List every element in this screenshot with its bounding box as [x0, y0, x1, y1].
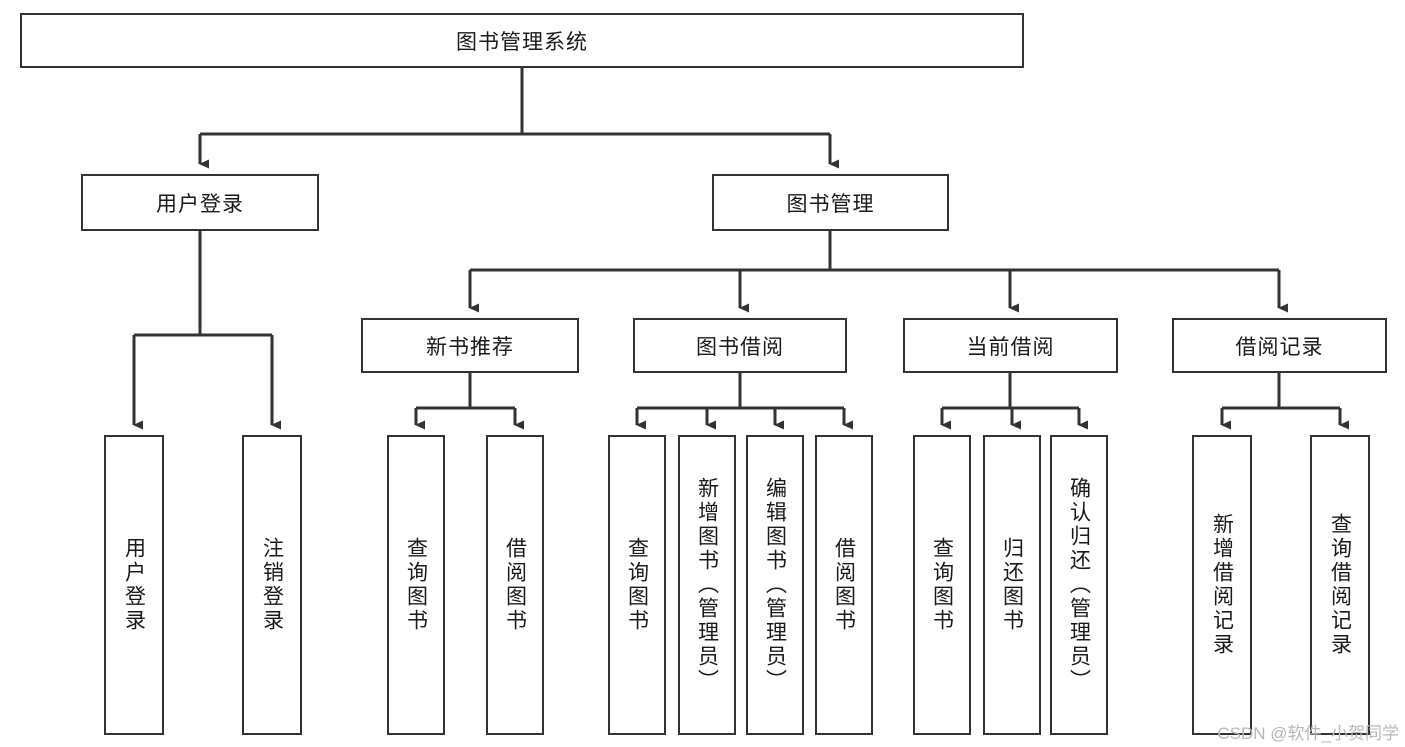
node-leaf-5[interactable]: 新增图书（管理员）: [678, 435, 736, 735]
node-level2-1[interactable]: 图书管理: [712, 174, 949, 231]
node-label: 图书借阅: [696, 335, 784, 359]
node-label: 借阅记录: [1235, 335, 1324, 359]
node-leaf-3[interactable]: 借阅图书: [486, 435, 544, 735]
node-label: 用户登录: [122, 537, 146, 633]
node-leaf-7[interactable]: 借阅图书: [815, 435, 873, 735]
node-label: 注销登录: [260, 537, 284, 633]
node-leaf-10[interactable]: 确认归还（管理员）: [1050, 435, 1108, 735]
node-leaf-12[interactable]: 查询借阅记录: [1310, 435, 1370, 735]
node-leaf-2[interactable]: 查询图书: [387, 435, 445, 735]
node-level3-2[interactable]: 当前借阅: [903, 318, 1118, 373]
node-level3-0[interactable]: 新书推荐: [361, 318, 579, 373]
node-label: 图书管理: [786, 192, 875, 216]
node-leaf-8[interactable]: 查询图书: [913, 435, 971, 735]
node-label: 查询图书: [404, 537, 428, 633]
node-leaf-6[interactable]: 编辑图书（管理员）: [746, 435, 804, 735]
node-label: 新增图书（管理员）: [695, 477, 719, 693]
node-label: 确认归还（管理员）: [1067, 477, 1091, 693]
node-level3-3[interactable]: 借阅记录: [1172, 318, 1387, 373]
node-label: 新增借阅记录: [1210, 513, 1234, 657]
node-label: 归还图书: [1000, 537, 1024, 633]
node-label: 新书推荐: [426, 335, 514, 359]
node-leaf-9[interactable]: 归还图书: [983, 435, 1041, 735]
node-label: 查询借阅记录: [1328, 513, 1352, 657]
node-leaf-1[interactable]: 注销登录: [242, 435, 302, 735]
node-label: 编辑图书（管理员）: [763, 477, 787, 693]
node-label: 用户登录: [156, 192, 244, 216]
node-label: 当前借阅: [966, 335, 1055, 359]
node-root-图书管理系统[interactable]: 图书管理系统: [20, 13, 1024, 68]
node-label: 图书管理系统: [456, 30, 588, 54]
node-label: 借阅图书: [832, 537, 856, 633]
node-level2-0[interactable]: 用户登录: [81, 174, 319, 231]
node-leaf-11[interactable]: 新增借阅记录: [1192, 435, 1252, 735]
csdn-watermark: CSDN @软件_小贺同学: [1217, 724, 1399, 743]
node-level3-1[interactable]: 图书借阅: [633, 318, 847, 373]
node-label: 借阅图书: [503, 537, 527, 633]
node-leaf-4[interactable]: 查询图书: [608, 435, 666, 735]
node-label: 查询图书: [625, 537, 649, 633]
node-label: 查询图书: [930, 537, 954, 633]
node-leaf-0[interactable]: 用户登录: [104, 435, 164, 735]
